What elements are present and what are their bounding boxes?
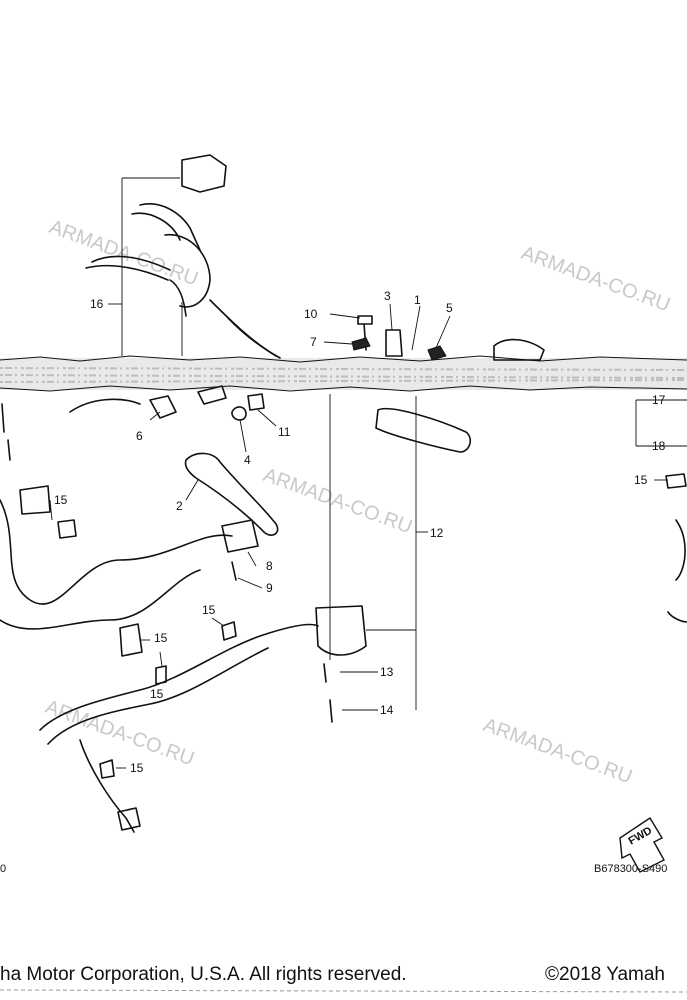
callout-6: 6	[136, 429, 143, 443]
callout-16: 16	[90, 297, 104, 311]
callout-8: 8	[266, 559, 273, 573]
leader-lines	[49, 177, 687, 769]
callout-15: 15	[54, 493, 68, 507]
watermark: ARMADA-CO.RU	[46, 216, 201, 290]
clutch-holder-assembly	[85, 154, 281, 359]
callout-15: 15	[202, 603, 216, 617]
callout-12: 12	[430, 526, 444, 540]
callout-5: 5	[446, 301, 453, 315]
callout-15: 15	[150, 687, 164, 701]
callout-4: 4	[244, 453, 251, 467]
callout-1: 1	[414, 293, 421, 307]
tear-band	[0, 355, 687, 392]
diagram-code: B678300-S490	[594, 863, 667, 875]
callout-15: 15	[130, 761, 144, 775]
callout-10: 10	[304, 307, 318, 321]
forward-arrow-icon: FWD	[619, 817, 665, 873]
callout-7: 7	[310, 335, 317, 349]
callout-17: 17	[652, 393, 666, 407]
callout-9: 9	[266, 581, 273, 595]
watermark: ARMADA-CO.RU	[518, 242, 673, 316]
callout-labels: 1 2 3 4 5 6 7 8 9 10 11 12 13 14 15 15 1…	[54, 289, 666, 775]
callout-11: 11	[278, 425, 291, 439]
callout-3: 3	[384, 289, 391, 303]
callout-15: 15	[154, 631, 168, 645]
watermark: ARMADA-CO.RU	[260, 464, 415, 538]
copyright-right: ©2018 Yamah	[545, 964, 665, 985]
callout-14: 14	[380, 703, 394, 717]
callout-13: 13	[380, 665, 394, 679]
callout-2: 2	[176, 499, 183, 513]
lever-and-switches	[0, 385, 687, 833]
watermark: ARMADA-CO.RU	[42, 696, 197, 770]
callout-15: 15	[634, 473, 648, 487]
copyright-left: ha Motor Corporation, U.S.A. All rights …	[0, 964, 407, 985]
page-marker: 0	[0, 863, 6, 875]
grip-and-fasteners	[351, 315, 545, 361]
callout-18: 18	[652, 439, 666, 453]
footer-rule	[0, 989, 687, 993]
watermark: ARMADA-CO.RU	[480, 714, 635, 788]
